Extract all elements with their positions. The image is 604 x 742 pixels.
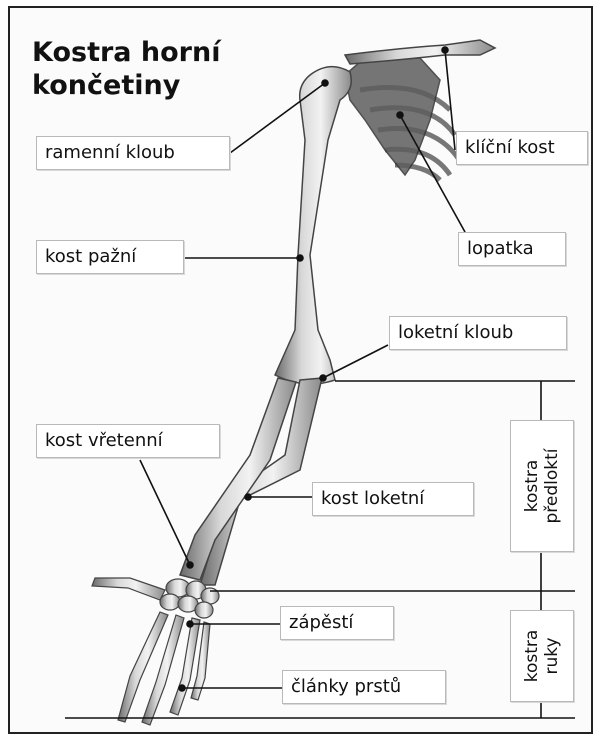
- finger-bones: [118, 612, 210, 725]
- label-shoulder-joint: ramenní kloub: [36, 136, 230, 170]
- title-line-2: končetiny: [32, 69, 220, 102]
- label-clavicle: klíční kost: [456, 131, 588, 165]
- group-hand-line-1: kostra: [522, 630, 542, 683]
- label-radius: kost vřetenní: [36, 424, 220, 458]
- title-line-1: Kostra horní: [32, 36, 220, 69]
- label-phalanges: články prstů: [282, 670, 446, 704]
- label-humerus: kost pažní: [36, 240, 184, 274]
- group-label-hand: kostra ruky: [510, 610, 574, 702]
- label-elbow-joint: loketní kloub: [389, 316, 567, 350]
- label-scapula: lopatka: [458, 232, 566, 266]
- thumb-bones: [92, 578, 165, 600]
- group-hand-line-2: ruky: [542, 630, 562, 683]
- diagram-title: Kostra horní končetiny: [32, 36, 220, 102]
- label-wrist: zápěstí: [280, 606, 394, 640]
- group-label-forearm: kostra předloktí: [510, 420, 574, 552]
- group-forearm-line-1: kostra: [522, 448, 542, 523]
- label-ulna: kost loketní: [312, 482, 474, 516]
- scapula-bone: [345, 58, 440, 175]
- group-label-forearm-text: kostra předloktí: [522, 448, 562, 523]
- group-label-hand-text: kostra ruky: [522, 630, 562, 683]
- humerus-bone: [275, 67, 351, 384]
- group-forearm-line-2: předloktí: [542, 448, 562, 523]
- ulna-bone: [200, 378, 322, 585]
